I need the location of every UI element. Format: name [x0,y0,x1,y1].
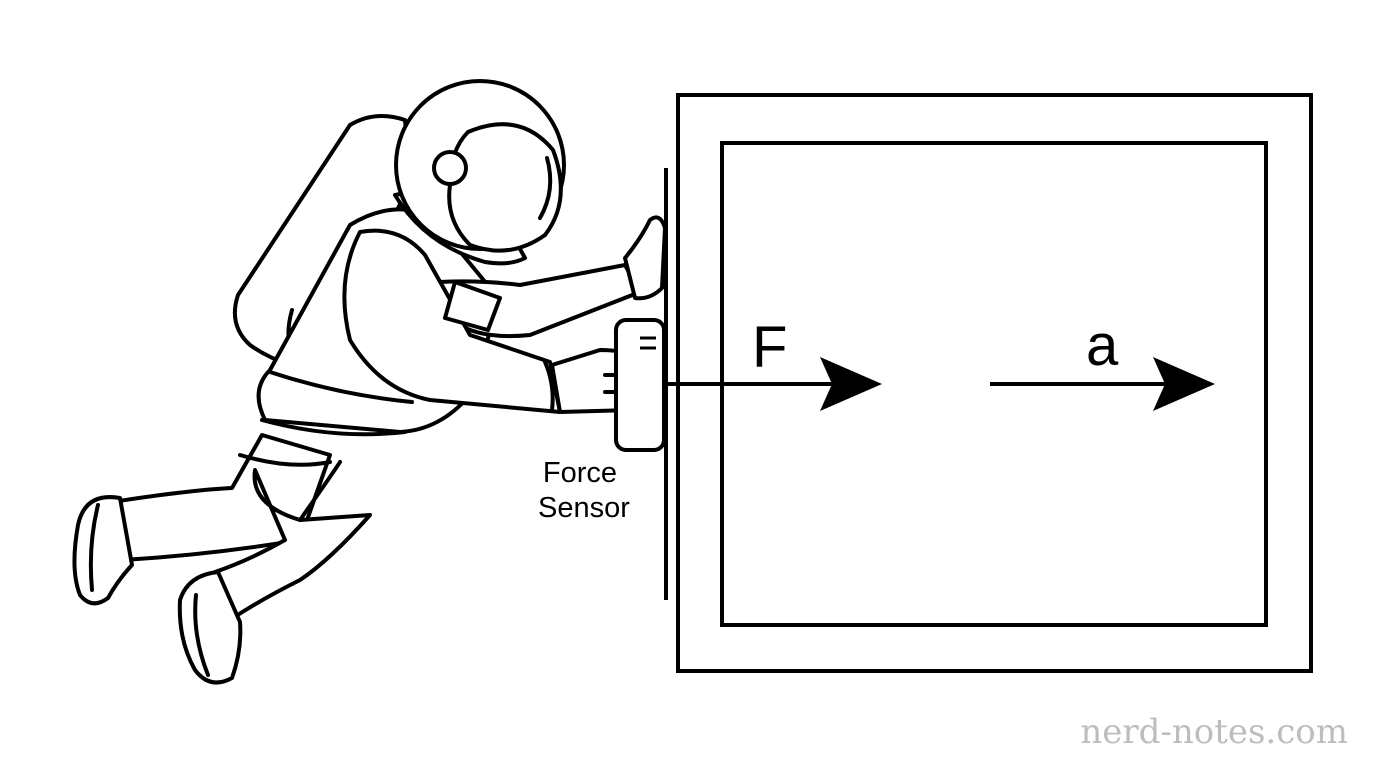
watermark: nerd-notes.com [1080,712,1348,752]
acceleration-label: a [1086,313,1119,378]
back-boot [72,495,134,606]
chest-box [443,280,502,332]
front-leg [213,468,372,622]
sensor-body [614,318,666,452]
force-arrow [666,357,882,411]
astronaut-icon [72,79,667,685]
force-label: F [752,315,787,380]
sensor-label-line2: Sensor [538,492,630,524]
visor [447,122,563,253]
helmet-light [432,150,468,186]
sensor-label-line1: Force [543,457,617,489]
far-glove [623,215,667,301]
acceleration-arrow [990,357,1215,411]
force-sensor-icon [614,318,666,452]
